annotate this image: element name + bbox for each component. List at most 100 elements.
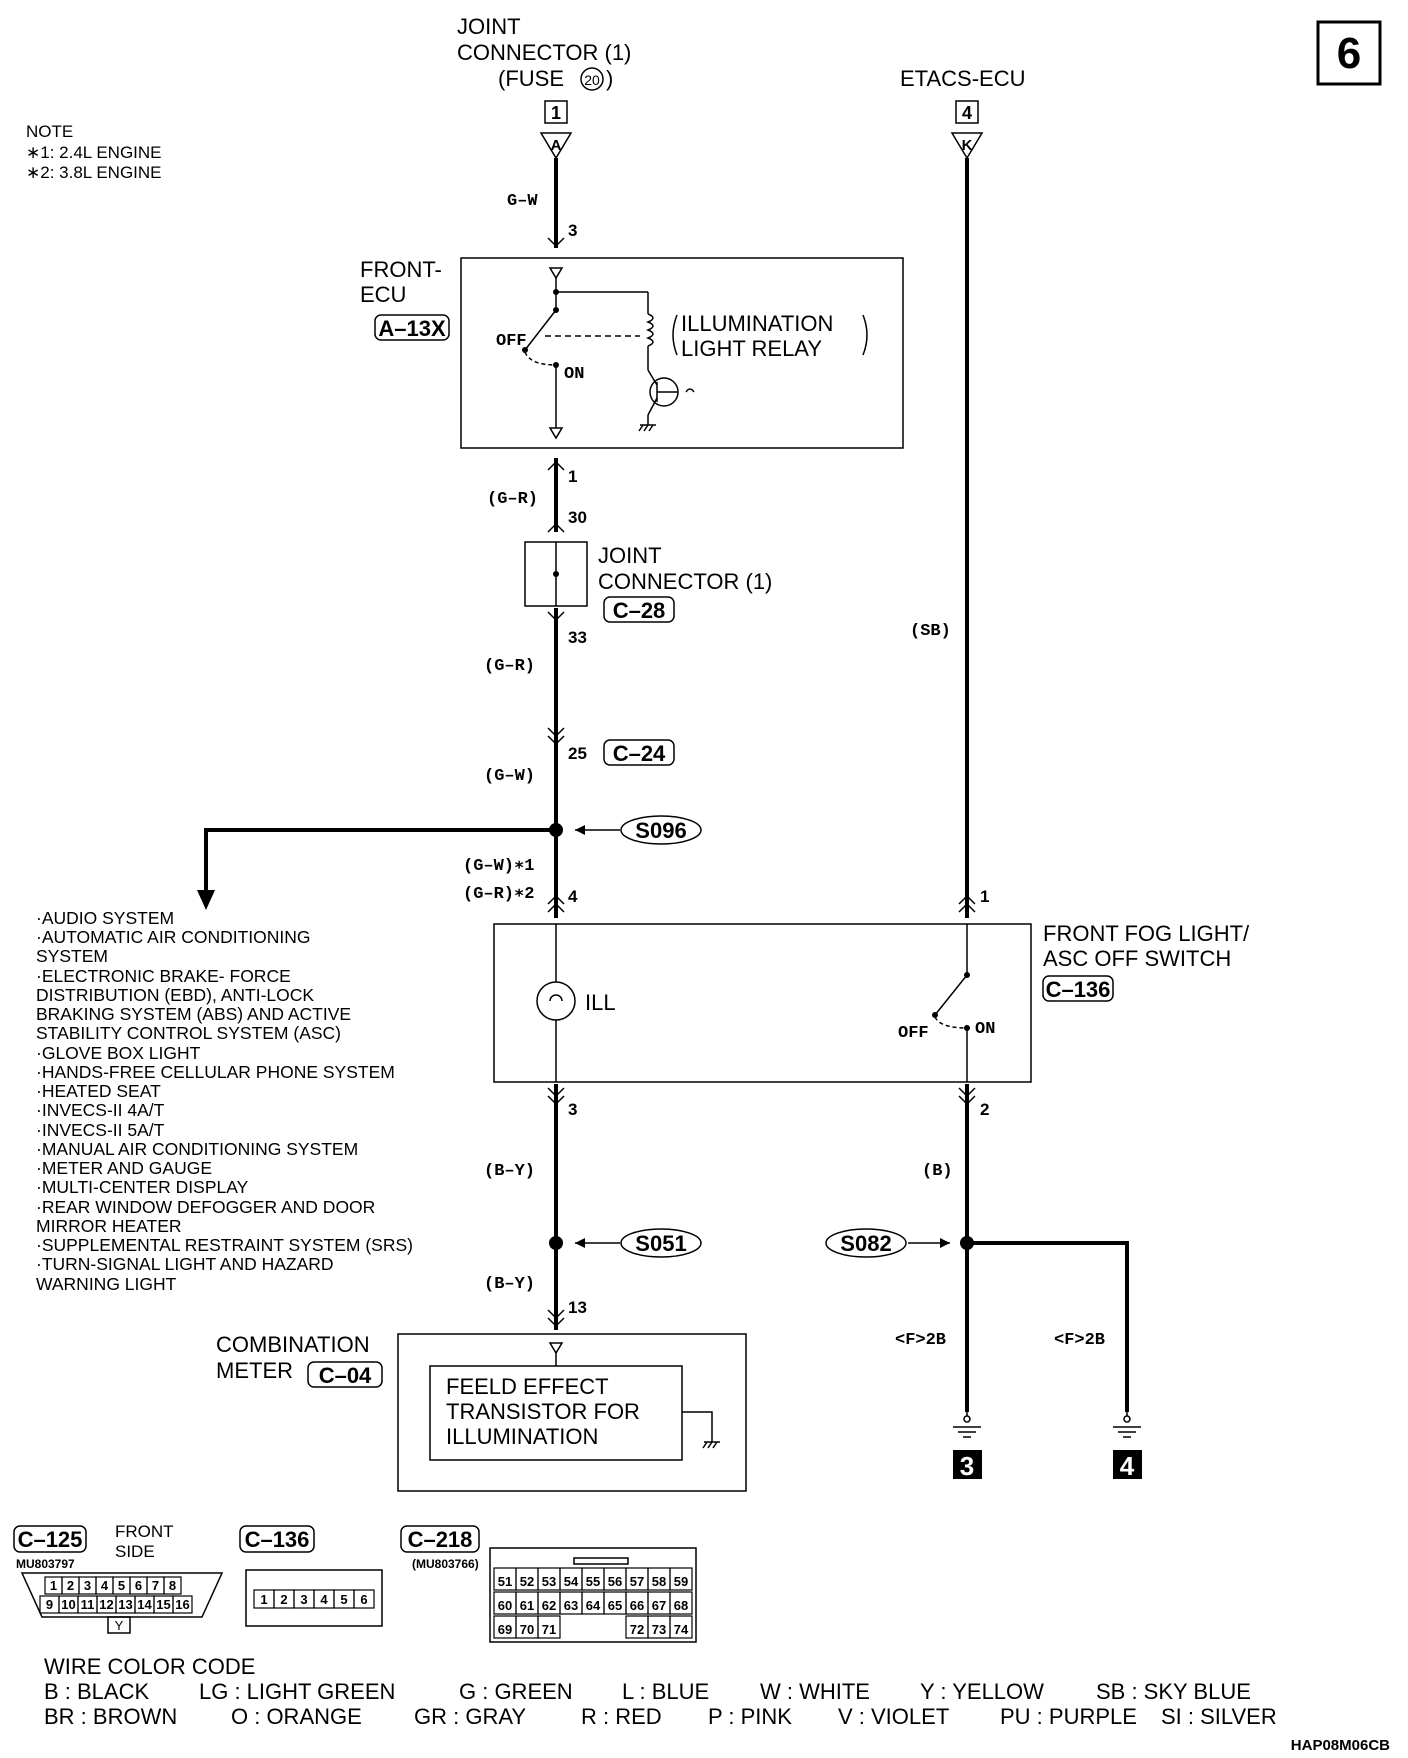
c218-pin: 72 xyxy=(630,1622,644,1637)
c125-cell xyxy=(163,1576,182,1595)
wire-gw-2: (G–W) xyxy=(484,767,535,786)
source-jc-line3-end: ) xyxy=(606,66,613,91)
c218-pin: 57 xyxy=(630,1574,644,1589)
s082-splice-dot xyxy=(960,1236,974,1250)
pin-numbers: 3 1 30 33 25 4 1 3 2 13 xyxy=(568,221,989,1317)
fog-switch-off: OFF xyxy=(898,1024,929,1043)
source-joint-connector: JOINT CONNECTOR (1) (FUSE 20 ) 1 A xyxy=(457,14,631,160)
fog-switch-line1: FRONT FOG LIGHT/ xyxy=(1043,921,1250,946)
c125-pin: 13 xyxy=(118,1597,132,1612)
front-ecu-on: ON xyxy=(564,365,584,384)
c218-pin: 61 xyxy=(520,1598,534,1613)
wire-gr-2: (G–R) xyxy=(484,657,535,676)
c218-pin: 56 xyxy=(608,1574,622,1589)
wcc-entry: R : RED xyxy=(581,1704,662,1729)
svg-text:1: 1 xyxy=(980,887,989,906)
svg-text:2: 2 xyxy=(980,1100,989,1119)
c125-note-line2: SIDE xyxy=(115,1542,155,1561)
wire-gr-1: (G–R) xyxy=(487,490,538,509)
systems-list-item: ·MULTI-CENTER DISPLAY xyxy=(36,1177,249,1197)
wire-sb: (SB) xyxy=(910,622,951,641)
fog-switch-connector: C–136 xyxy=(1046,977,1111,1002)
ground-right-box xyxy=(1113,1450,1142,1479)
c218-pin: 64 xyxy=(586,1598,601,1613)
source-jc-letter: A xyxy=(551,137,562,154)
c125-pin: 1 xyxy=(50,1578,57,1593)
c125-pin: 3 xyxy=(84,1578,91,1593)
c125-pin: 10 xyxy=(61,1597,75,1612)
c125-pin: 16 xyxy=(175,1597,189,1612)
wcc-title: WIRE COLOR CODE xyxy=(44,1654,255,1679)
splice-labels: S096 S051 S082 xyxy=(549,815,950,1258)
meter-connector: C–04 xyxy=(319,1363,372,1388)
c218-cell xyxy=(669,1591,693,1615)
systems-list-item: ·MANUAL AIR CONDITIONING SYSTEM xyxy=(36,1139,358,1159)
s051-ellipse xyxy=(620,1228,702,1258)
front-ecu-off: OFF xyxy=(496,332,527,351)
c218-pin: 74 xyxy=(674,1622,689,1637)
source-jc-box-number: 1 xyxy=(551,103,561,123)
s096-splice-dot xyxy=(549,823,563,837)
meter-inner-line1: FEELD EFFECT xyxy=(446,1374,609,1399)
systems-list-item: ·TURN-SIGNAL LIGHT AND HAZARD xyxy=(36,1254,334,1274)
c136-pin: 5 xyxy=(340,1592,347,1607)
svg-text:C–24: C–24 xyxy=(613,741,666,766)
wcc-entry: L : BLUE xyxy=(622,1679,709,1704)
c218-pin: 68 xyxy=(674,1598,688,1613)
systems-list-item: WARNING LIGHT xyxy=(36,1274,177,1294)
c218-label: C–218 xyxy=(408,1527,473,1552)
source-jc-box xyxy=(544,100,568,124)
svg-text:1: 1 xyxy=(568,467,577,486)
wire-labels: G–W (G–R) (G–R) (G–W) (G–W)∗1 (G–R)∗2 (B… xyxy=(463,192,953,1294)
meter-line2: METER xyxy=(216,1358,293,1383)
etacs-label: ETACS-ECU xyxy=(900,66,1026,91)
wire-b: (B) xyxy=(922,1162,953,1181)
c125-cell xyxy=(172,1595,193,1614)
wcc-entry: P : PINK xyxy=(708,1704,792,1729)
wire-by-1: (B–Y) xyxy=(484,1162,535,1181)
systems-list-item: ·AUTOMATIC AIR CONDITIONING xyxy=(36,927,311,947)
c125-label: C–125 xyxy=(18,1527,83,1552)
c136-pin: 6 xyxy=(360,1592,367,1607)
systems-list-item: ·INVECS-II 5A/T xyxy=(36,1120,165,1140)
wire-gw-star: (G–W)∗1 xyxy=(463,857,534,876)
source-jc-line3: (FUSE xyxy=(498,66,564,91)
jc-mid-line1: JOINT xyxy=(598,543,662,568)
source-jc-line1: JOINT xyxy=(457,14,521,39)
systems-list: ·AUDIO SYSTEM ·AUTOMATIC AIR CONDITIONIN… xyxy=(36,908,413,1294)
wcc-entry: PU : PURPLE xyxy=(1000,1704,1137,1729)
front-ecu-connector: A–13X xyxy=(378,316,446,341)
wcc-entry: SI : SILVER xyxy=(1161,1704,1277,1729)
wcc-entry: W : WHITE xyxy=(760,1679,870,1704)
etacs-letter: K xyxy=(962,137,973,154)
c218-pin: 66 xyxy=(630,1598,644,1613)
fog-switch-on: ON xyxy=(975,1020,995,1039)
systems-list-item: ·SUPPLEMENTAL RESTRAINT SYSTEM (SRS) xyxy=(36,1235,413,1255)
meter-inner-line2: TRANSISTOR FOR xyxy=(446,1399,640,1424)
ill-label: ILL xyxy=(585,990,616,1015)
wcc-entry: O : ORANGE xyxy=(231,1704,362,1729)
wcc-entry: G : GREEN xyxy=(459,1679,573,1704)
systems-list-item: ·GLOVE BOX LIGHT xyxy=(36,1043,201,1063)
wire-gr-star: (G–R)∗2 xyxy=(463,885,534,904)
etacs-box-number: 4 xyxy=(962,103,972,123)
c218-pin: 60 xyxy=(498,1598,512,1613)
s096-branch xyxy=(197,823,563,910)
systems-list-item: ·AUDIO SYSTEM xyxy=(36,908,174,928)
c218-pin: 70 xyxy=(520,1622,534,1637)
systems-list-item: ·INVECS-II 4A/T xyxy=(36,1100,165,1120)
c125-pin: 11 xyxy=(81,1597,95,1612)
meter-inner-line3: ILLUMINATION xyxy=(446,1424,598,1449)
c125-pin: 8 xyxy=(169,1578,176,1593)
c136-pin: 3 xyxy=(300,1592,307,1607)
c125-note-line1: FRONT xyxy=(115,1522,174,1541)
s051-label: S051 xyxy=(635,1231,686,1256)
svg-text:25: 25 xyxy=(568,744,587,763)
note-item-1: ∗1: 2.4L ENGINE xyxy=(26,143,162,162)
c218-pin: 54 xyxy=(564,1574,579,1589)
